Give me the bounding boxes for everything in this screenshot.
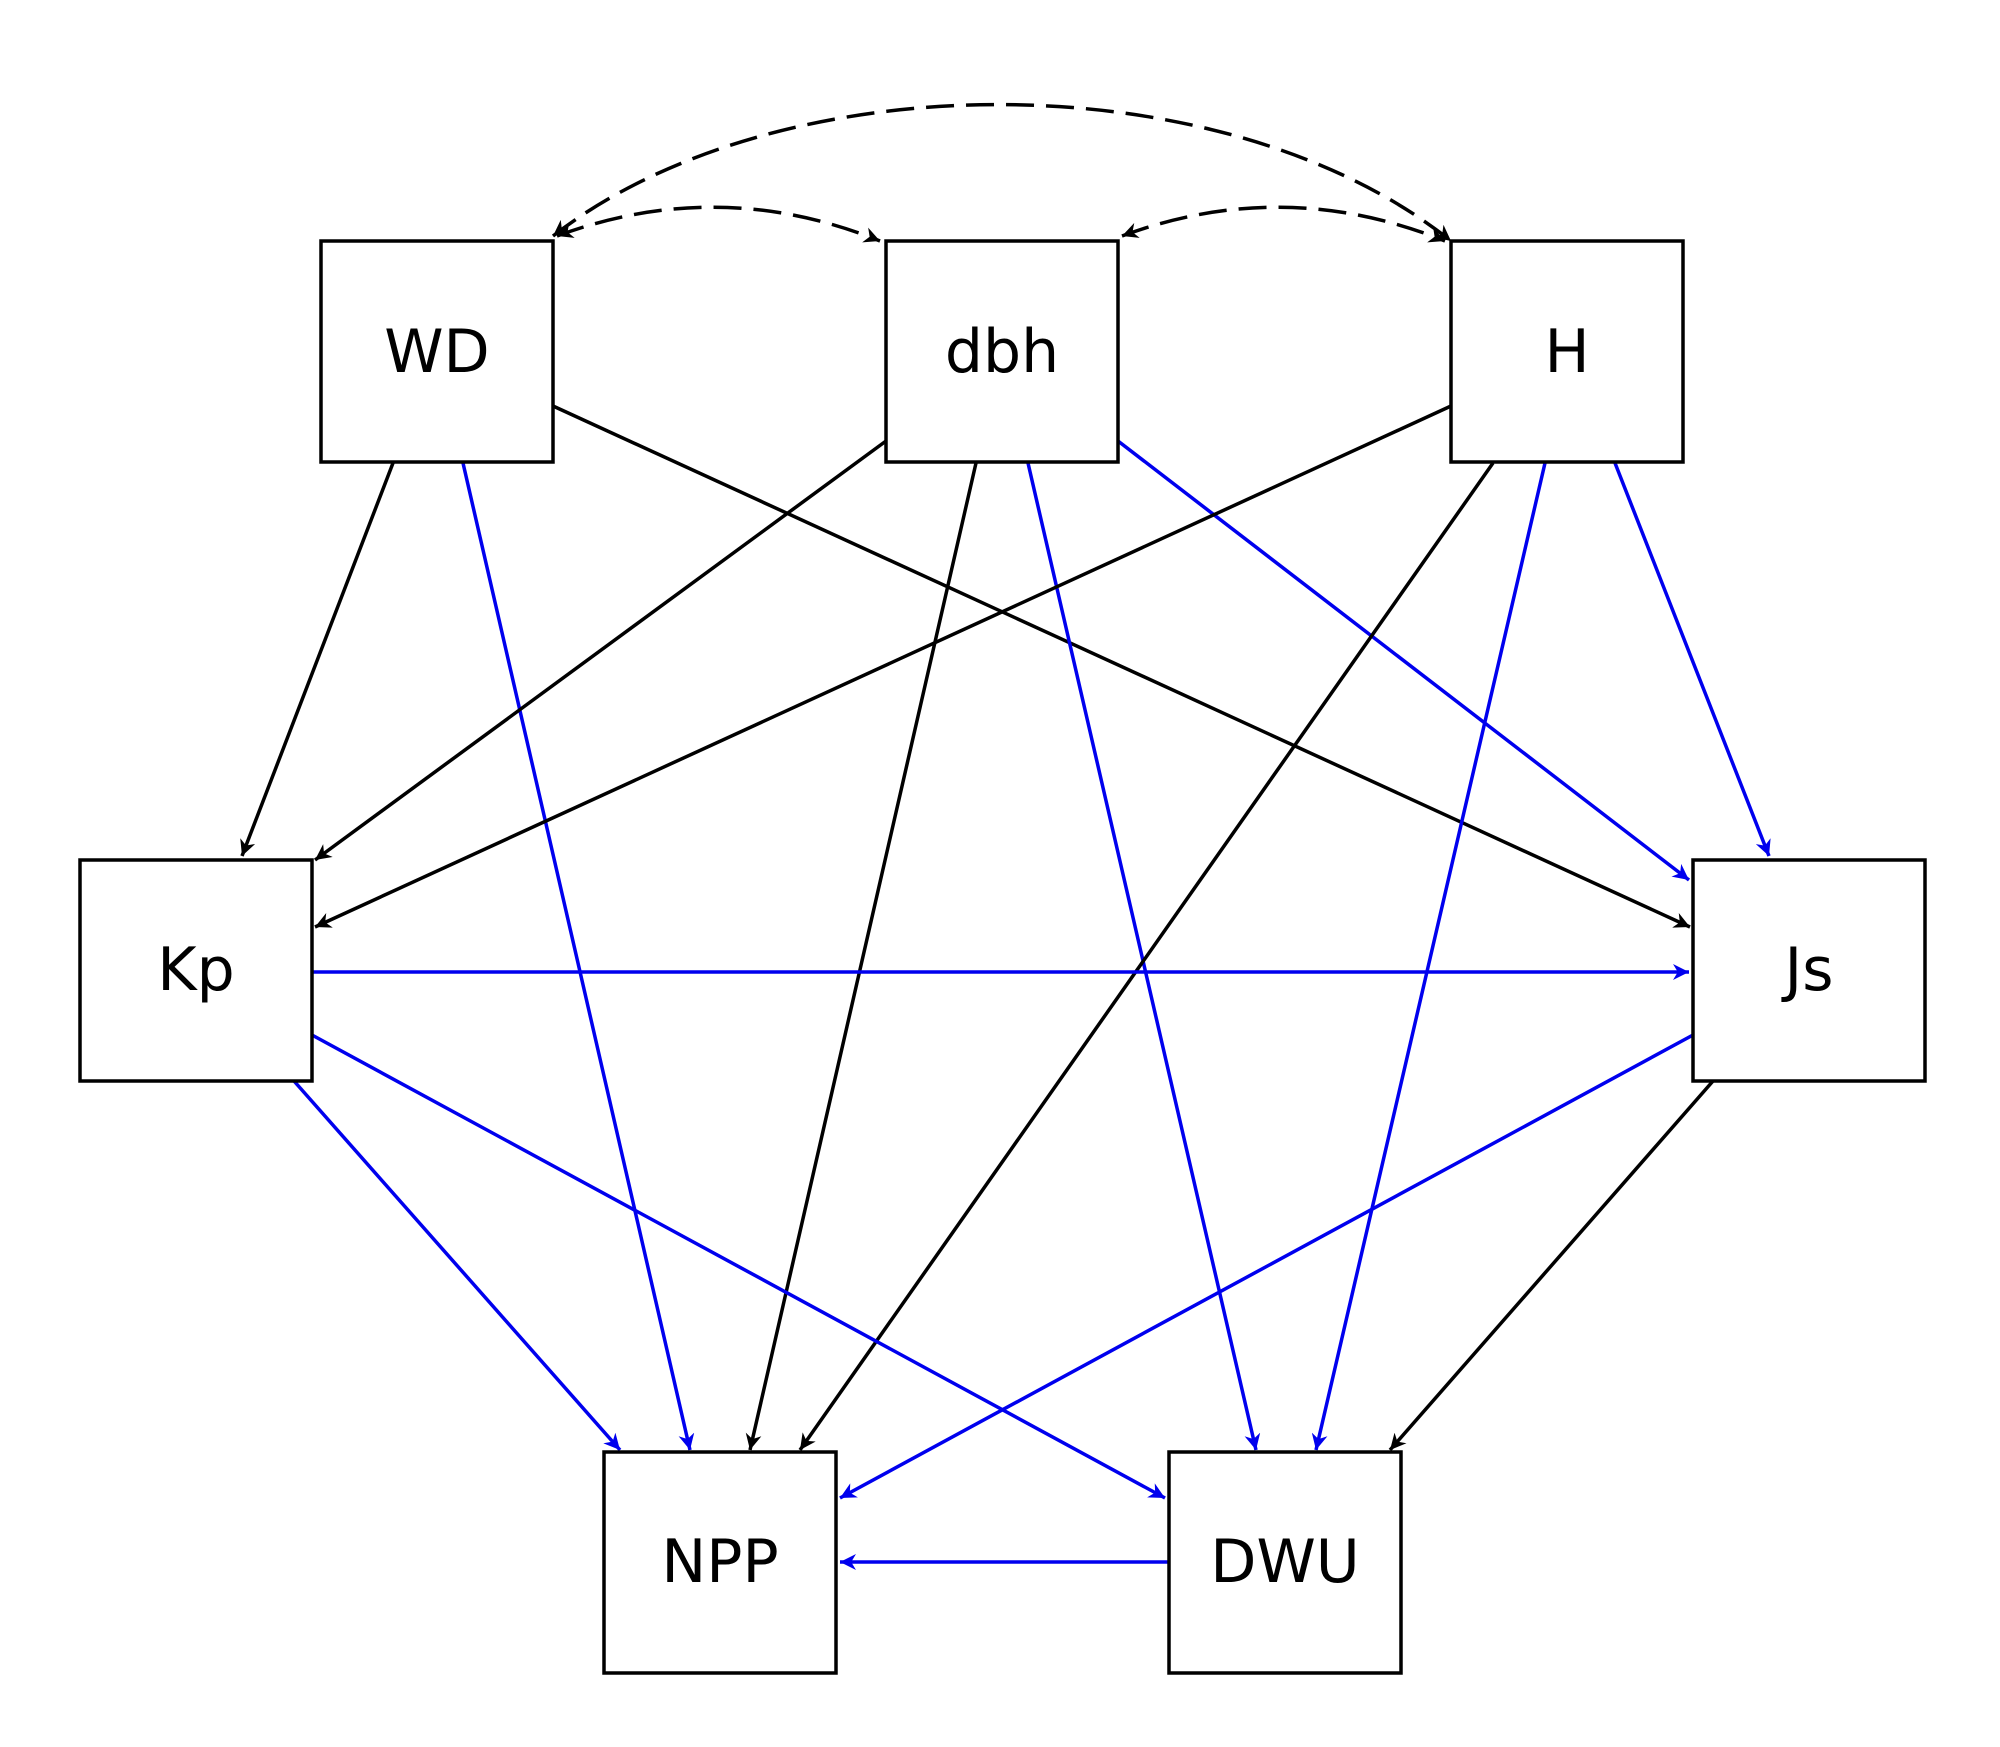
edge-kp-to-npp xyxy=(292,1079,622,1452)
edge-wd-to-js xyxy=(552,404,1691,929)
edge-dbh-to-js xyxy=(1116,439,1691,882)
node-dwu: DWU xyxy=(1167,1450,1403,1675)
edges-layer xyxy=(240,404,1771,1570)
edge-h-to-npp xyxy=(798,461,1495,1452)
node-h: H xyxy=(1449,239,1685,464)
edge-dbh-to-npp xyxy=(745,462,978,1451)
edge-js-to-npp xyxy=(839,1033,1694,1500)
edge-dbh-to-kp xyxy=(313,439,888,862)
node-js: Js xyxy=(1691,858,1927,1083)
correlation-wd-h xyxy=(551,102,1453,243)
nodes-layer: WD dbh H Kp Js NPP DWU xyxy=(78,239,1927,1675)
edge-dbh-to-dwu xyxy=(1026,462,1261,1451)
node-label-dwu: DWU xyxy=(1210,1527,1359,1597)
node-label-wd: WD xyxy=(384,317,490,387)
node-label-kp: Kp xyxy=(157,935,234,1005)
node-npp: NPP xyxy=(602,1450,838,1675)
correlation-dbh-h xyxy=(1121,205,1446,243)
edge-h-to-kp xyxy=(314,404,1452,929)
correlations-layer xyxy=(551,102,1453,243)
edge-h-to-js xyxy=(1613,462,1771,857)
node-label-npp: NPP xyxy=(661,1527,778,1597)
edge-h-to-dwu xyxy=(1311,462,1547,1451)
node-dbh: dbh xyxy=(884,239,1120,464)
edge-js-to-dwu xyxy=(1388,1079,1715,1452)
correlation-wd-dbh xyxy=(556,205,881,243)
node-wd: WD xyxy=(319,239,555,464)
node-label-h: H xyxy=(1544,317,1589,387)
node-label-dbh: dbh xyxy=(945,317,1059,387)
edge-wd-to-npp xyxy=(461,462,695,1451)
node-kp: Kp xyxy=(78,858,314,1083)
edge-kp-to-dwu xyxy=(311,1033,1166,1500)
node-label-js: Js xyxy=(1781,935,1834,1005)
edge-wd-to-kp xyxy=(240,462,395,857)
